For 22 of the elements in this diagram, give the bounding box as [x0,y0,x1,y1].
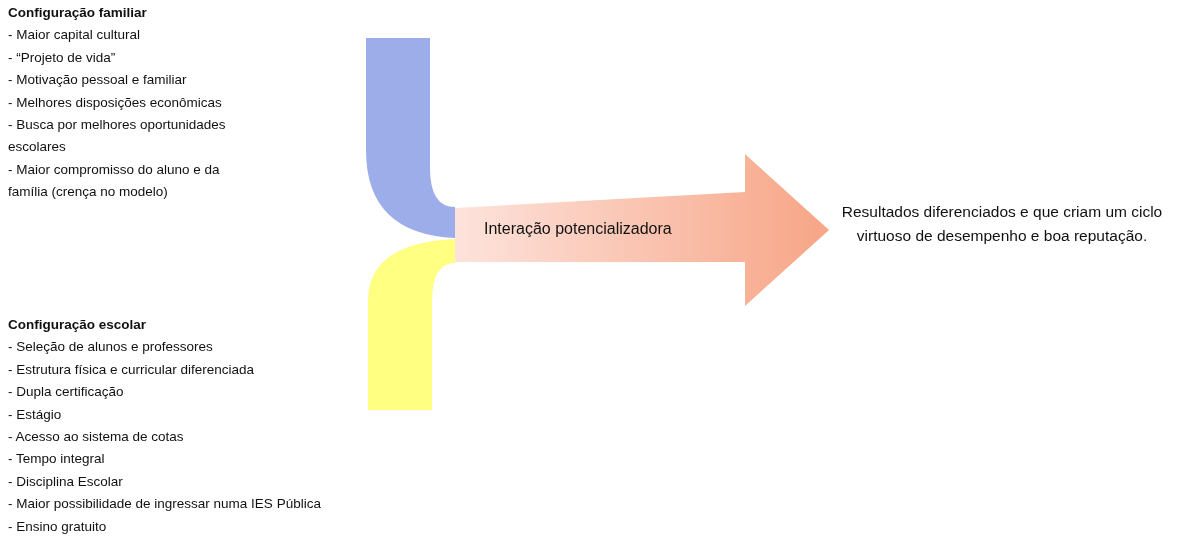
list-item: - Maior capital cultural [8,26,142,45]
list-item: - Acesso ao sistema de cotas [8,428,185,447]
list-item: - Busca por melhores oportunidades escolares [8,116,227,157]
list-item: - Melhores disposições econômicas [8,93,223,112]
flow-band [368,239,455,410]
result-text: Resultados diferenciados e que criam um ciclo virtuoso de desempenho e boa reputação. [840,202,1164,246]
flow-band [366,38,455,238]
list-item: - Disciplina Escolar [8,472,124,491]
list-item: - Estrutura física e curricular diferenciada [8,360,256,379]
list-item: - “Projeto de vida” [8,48,117,67]
list-item: - Motivação pessoal e familiar [8,71,188,90]
list-item: - Dupla certificação [8,383,125,402]
list-item: - Seleção de alunos e professores [8,338,214,357]
list-item: - Ensino gratuito [8,517,108,536]
list-item: - Estágio [8,405,63,424]
section-heading: Configuração escolar [8,316,148,334]
list-item: - Maior possibilidade de ingressar numa IES Pública [8,495,322,514]
list-item: - Tempo integral [8,450,106,469]
arrow-label: Interação potencializadora [484,220,672,238]
section-heading: Configuração familiar [8,4,148,22]
block-arrow [455,154,831,306]
list-item: - Maior compromisso do aluno e da família (crença no modelo) [8,160,221,202]
